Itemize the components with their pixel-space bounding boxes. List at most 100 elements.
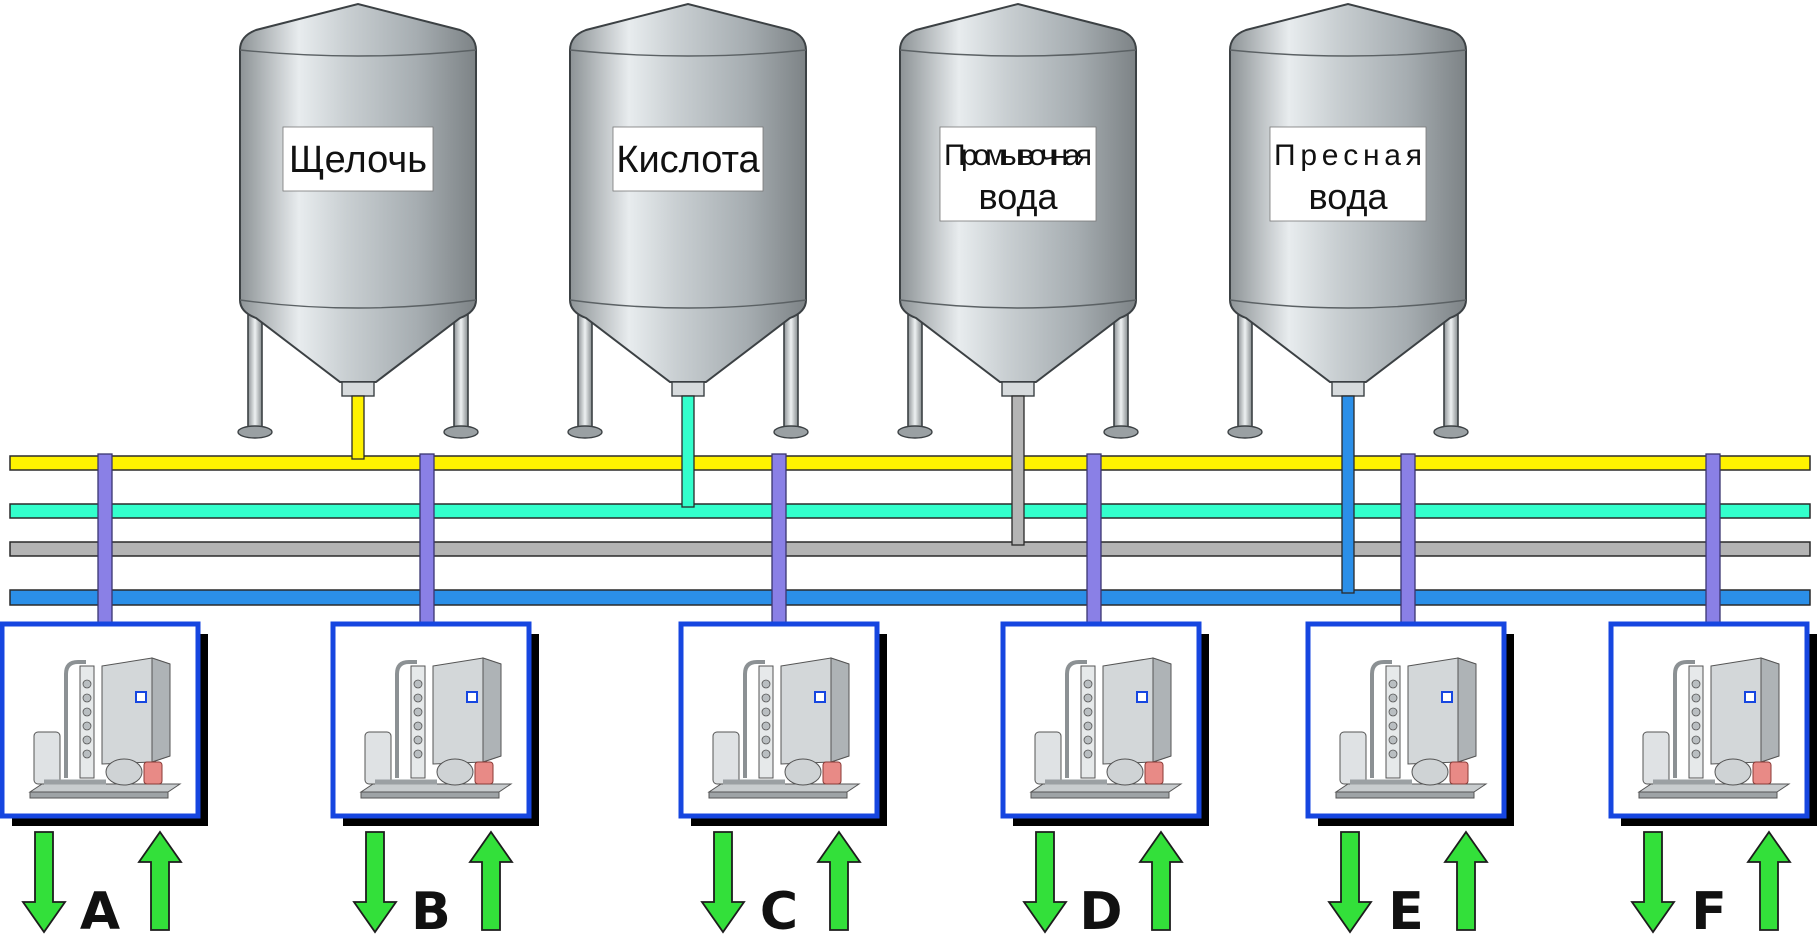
unit-label: B <box>411 882 451 937</box>
station-valve <box>1691 735 1701 745</box>
station-pump-motor <box>1144 761 1164 785</box>
station-pump-motor <box>1752 761 1772 785</box>
unit-e: E <box>1305 621 1514 937</box>
station-valve <box>1691 693 1701 703</box>
station-vessel <box>33 731 61 785</box>
station-valve <box>82 749 92 759</box>
station-valve <box>413 707 423 717</box>
tank-label: Промывочная <box>944 139 1092 172</box>
unit-label: D <box>1079 882 1122 937</box>
arrow-up-icon <box>816 830 862 931</box>
unit-d: D <box>1000 621 1209 937</box>
station-valve <box>1691 707 1701 717</box>
cip-station-icon <box>1334 657 1488 799</box>
station-vessel <box>364 731 392 785</box>
tank-bottom-seam <box>899 299 1137 309</box>
station-pump <box>1714 758 1752 786</box>
station-valve <box>82 707 92 717</box>
unit-label: E <box>1388 882 1424 937</box>
station-pipe <box>743 660 765 778</box>
station-valve <box>1083 707 1093 717</box>
tank-bottom-seam <box>239 299 477 309</box>
station-pipe <box>64 660 86 778</box>
tank-top-seam <box>1229 49 1467 57</box>
station-vessel <box>1034 731 1062 785</box>
arrow-up-icon <box>1443 830 1489 931</box>
station-indicator <box>135 691 147 703</box>
station-frame <box>1334 783 1488 793</box>
tank-alkali: Щелочь <box>237 2 479 439</box>
station-valve <box>1388 679 1398 689</box>
station-pump <box>784 758 822 786</box>
station-frame <box>1637 783 1791 793</box>
station-valve <box>413 693 423 703</box>
station-pump <box>105 758 143 786</box>
arrow-up-icon <box>1746 830 1792 931</box>
arrow-down-icon <box>1630 831 1676 934</box>
station-valve <box>1691 679 1701 689</box>
unit-feed-riser <box>771 453 787 625</box>
tank-foot <box>773 425 809 439</box>
tank-label: Щелочь <box>289 139 427 181</box>
unit-f: F <box>1608 621 1817 937</box>
station-pump-motor <box>143 761 163 785</box>
arrow-up-icon <box>1138 830 1184 931</box>
arrow-up-icon <box>468 830 514 931</box>
station-valve <box>761 693 771 703</box>
rinse_water-supply-header <box>9 541 1811 557</box>
tank-outlet <box>1331 381 1365 397</box>
station-cabinet-side <box>1457 657 1477 763</box>
station-valve <box>761 721 771 731</box>
station-indicator <box>466 691 478 703</box>
unit-feed-riser <box>419 453 435 625</box>
station-frame <box>28 783 182 793</box>
station-cabinet-side <box>830 657 850 763</box>
arrow-down-icon <box>1327 831 1373 934</box>
station-valve <box>1388 707 1398 717</box>
station-indicator <box>1744 691 1756 703</box>
station-valve <box>1388 749 1398 759</box>
station-valve <box>1388 721 1398 731</box>
station-pipe <box>1370 660 1392 778</box>
tank-outlet <box>671 381 705 397</box>
arrow-down-icon <box>1022 831 1068 934</box>
unit-b: B <box>330 621 539 937</box>
tank-top-seam <box>569 49 807 57</box>
station-valve <box>1083 735 1093 745</box>
station-pump-motor <box>1449 761 1469 785</box>
station-frame-edge <box>708 791 848 799</box>
tank-label-plate <box>939 126 1097 222</box>
station-frame <box>1029 783 1183 793</box>
station-pump-motor <box>822 761 842 785</box>
station-pipe <box>395 660 417 778</box>
station-valve <box>761 679 771 689</box>
station-cabinet-side <box>151 657 171 763</box>
station-valve <box>1083 721 1093 731</box>
tank-foot <box>1433 425 1469 439</box>
station-vessel <box>1339 731 1367 785</box>
arrow-down-icon <box>700 831 746 934</box>
station-valve <box>1691 749 1701 759</box>
station-valve <box>761 707 771 717</box>
station-cabinet-side <box>1152 657 1172 763</box>
station-valve <box>413 749 423 759</box>
cip-station-icon <box>707 657 861 799</box>
arrow-up-icon <box>137 830 183 931</box>
tank-foot <box>1103 425 1139 439</box>
fresh_water-supply-header <box>9 589 1811 606</box>
tank-label-plate <box>282 126 434 192</box>
tank-foot <box>897 425 933 439</box>
alkali-supply-header <box>9 455 1811 471</box>
station-frame-edge <box>360 791 500 799</box>
station-valve <box>413 679 423 689</box>
tank-foot <box>443 425 479 439</box>
station-pipe <box>1065 660 1087 778</box>
station-valve <box>761 735 771 745</box>
tank-outlet <box>1001 381 1035 397</box>
cip-station-icon <box>1029 657 1183 799</box>
station-valve <box>82 679 92 689</box>
tank-foot <box>567 425 603 439</box>
unit-feed-riser <box>1705 453 1721 625</box>
